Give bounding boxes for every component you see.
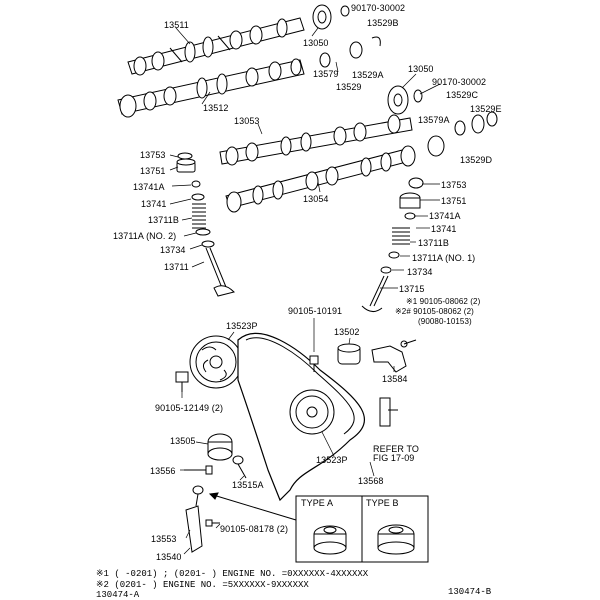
bracket-13584 [371, 339, 417, 373]
idler-13502 [337, 343, 361, 365]
bolt-90105-10191 [309, 355, 319, 372]
camshaft-pulley-right [289, 389, 335, 435]
part-label-13054: 13054 [303, 194, 329, 204]
part-label-90105-08062-1: ※1 90105-08062 (2) [406, 297, 481, 306]
part-label-13753-right: 13753 [441, 180, 467, 190]
part-label-13529b: 13529B [367, 18, 399, 28]
part-label-13523p-top: 13523P [226, 321, 258, 331]
part-label-13741-right: 13741 [431, 224, 457, 234]
part-label-13529e: 13529E [470, 104, 502, 114]
valve-assembly-left [176, 152, 235, 297]
part-label-13753-left: 13753 [140, 150, 166, 160]
valve-assembly-right [361, 177, 424, 312]
part-label-13711b-right: 13711B [418, 238, 449, 248]
part-label-13529d: 13529D [460, 155, 493, 165]
part-label-13751-right: 13751 [441, 196, 467, 206]
part-label-13579: 13579 [313, 69, 339, 79]
part-label-13734-right: 13734 [407, 267, 433, 277]
bolt-13556 [184, 465, 213, 475]
type-a-label: TYPE A [301, 498, 334, 508]
part-label-90105-12149: 90105-12149 (2) [155, 403, 224, 413]
spring-13515a [232, 455, 247, 479]
part-label-90105-08178: 90105-08178 (2) [220, 524, 289, 534]
type-b-label: TYPE B [366, 498, 399, 508]
part-label-13540: 13540 [156, 552, 182, 562]
part-label-13523p-bottom: 13523P [316, 455, 348, 465]
type-variant-box [295, 495, 429, 563]
part-label-13529a: 13529A [352, 70, 384, 80]
part-label-13050-a: 13050 [303, 38, 329, 48]
part-label-13512: 13512 [203, 103, 229, 113]
figure-id-left: 130474-A [96, 590, 140, 600]
part-label-13715: 13715 [399, 284, 425, 294]
part-label-13734-left: 13734 [160, 245, 186, 255]
camshaft-13054 [225, 145, 416, 213]
tensioner-bracket-13540 [185, 485, 220, 553]
part-label-13711a-no2: 13711A (NO. 2) [113, 231, 177, 241]
part-label-90105-10191: 90105-10191 [288, 306, 343, 316]
part-label-90080-10153: (90080-10153) [418, 317, 472, 326]
leader-lines [169, 27, 441, 555]
part-label-13741a-left: 13741A [133, 182, 165, 192]
part-label-13529: 13529 [336, 82, 362, 92]
refer-fig-arrow [379, 397, 398, 427]
arrow-head [208, 492, 219, 500]
camshaft-13053 [219, 114, 445, 166]
part-label-90170-30002-a: 90170-30002 [351, 3, 406, 13]
pointer-arrow [209, 493, 297, 521]
refer-label-line2: FIG 17-09 [373, 453, 415, 463]
part-label-13584: 13584 [382, 374, 408, 384]
part-label-13502: 13502 [334, 327, 360, 337]
part-label-13529c: 13529C [446, 90, 479, 100]
part-label-13505: 13505 [170, 436, 196, 446]
part-label-13053: 13053 [234, 116, 260, 126]
part-label-13511: 13511 [164, 20, 189, 30]
type-b-part-drawing [377, 524, 415, 555]
bolt-90105-12149 [175, 371, 189, 392]
footnote-1: ※1 ( -0201) ; (0201- ) ENGINE NO. =0XXXX… [96, 569, 369, 579]
part-label-13711b-left: 13711B [148, 215, 179, 225]
part-label-13556: 13556 [150, 466, 176, 476]
footnote-2: ※2 (0201- ) ENGINE NO. =5XXXXXX-9XXXXXX [96, 580, 309, 590]
part-label-90170-30002-b: 90170-30002 [432, 77, 487, 87]
part-label-13741-left: 13741 [141, 199, 167, 209]
part-label-13050-b: 13050 [408, 64, 434, 74]
sprocket-13050-mid [387, 85, 498, 136]
part-label-13751-left: 13751 [140, 166, 166, 176]
camshaft-13511 [127, 17, 305, 76]
part-label-13579a: 13579A [418, 115, 450, 125]
part-label-13711a-no1: 13711A (NO. 1) [412, 253, 476, 263]
part-label-13553: 13553 [151, 534, 177, 544]
figure-id-right: 130474-B [448, 587, 492, 597]
part-label-13568: 13568 [358, 476, 384, 486]
refer-label-line1: REFER TO [373, 444, 419, 454]
camshaft-13512 [117, 58, 305, 118]
type-a-part-drawing [313, 525, 347, 555]
part-label-13741a-right: 13741A [429, 211, 461, 221]
part-label-90105-08062-2: ※2# 90105-08062 (2) [395, 307, 474, 316]
sprocket-13050-top [312, 4, 381, 68]
camshaft-pulley-left [189, 335, 243, 389]
part-label-13711: 13711 [164, 262, 189, 272]
tensioner-13505 [207, 433, 233, 461]
part-label-13515a: 13515A [232, 480, 264, 490]
